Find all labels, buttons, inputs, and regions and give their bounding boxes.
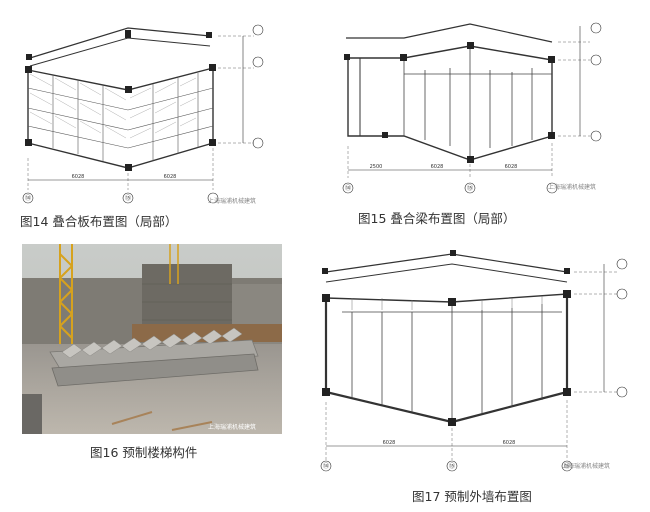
fig16-watermark: 上海瑞浦机械建筑 <box>208 424 257 431</box>
fig15-watermark: 上海瑞浦机械建筑 <box>548 184 597 191</box>
fig17-axis-14: ⑭ <box>323 462 329 470</box>
fig17-caption: 图17 预制外墙布置图 <box>412 489 532 504</box>
fig14-dim-right: 6028 <box>164 174 177 180</box>
fig14-axis-15: ⑮ <box>125 194 131 202</box>
fig17-axis-15: ⑮ <box>449 462 455 470</box>
fig17-axis-16: ⑯ <box>564 462 570 470</box>
fig14-dim-left: 6028 <box>72 174 85 180</box>
fig14-axis-14: ⑭ <box>25 194 31 202</box>
fig15-dim-a: 2500 <box>370 164 383 170</box>
fig17-dim-right: 6028 <box>503 440 516 446</box>
fig15-caption: 图15 叠合梁布置图（局部） <box>358 211 516 226</box>
fig14-caption: 图14 叠合板布置图（局部） <box>20 214 178 229</box>
figure-17-drawing: 6028 6028 ⑭ ⑮ ⑯ <box>320 250 628 472</box>
fig15-dim-c: 6028 <box>505 164 518 170</box>
figure-14-drawing: 6028 6028 ⑭ ⑮ <box>22 24 264 204</box>
fig15-axis-15: ⑮ <box>467 184 473 192</box>
figure-16-photo <box>22 244 282 434</box>
fig16-caption: 图16 预制楼梯构件 <box>90 445 198 460</box>
figure-15-drawing: 2500 6028 6028 ⑭ ⑮ <box>342 22 602 194</box>
fig14-watermark: 上海瑞浦机械建筑 <box>208 198 257 205</box>
fig17-dim-left: 6028 <box>383 440 396 446</box>
fig17-watermark: 上海瑞浦机械建筑 <box>562 463 611 470</box>
fig15-axis-14: ⑭ <box>345 184 351 192</box>
fig15-dim-b: 6028 <box>431 164 444 170</box>
